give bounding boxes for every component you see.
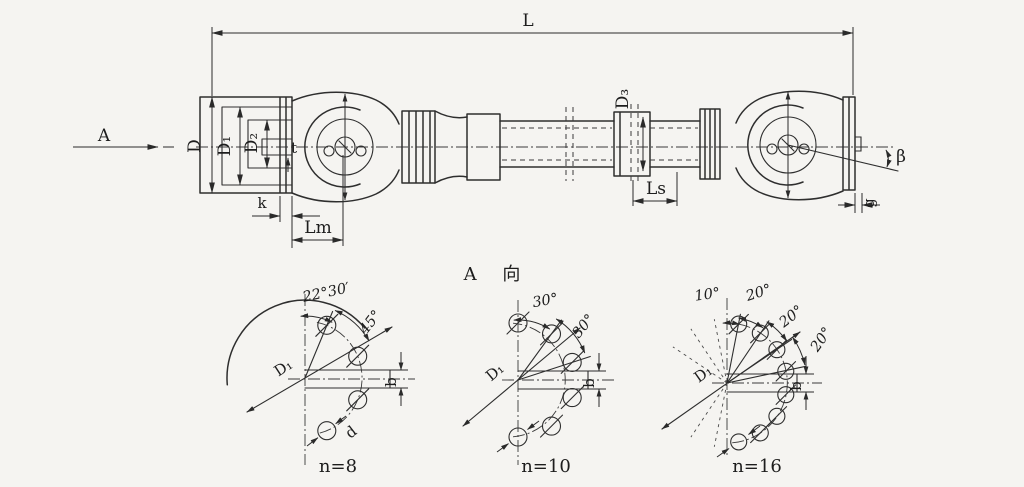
dim-label-D3: D₃ (613, 89, 633, 109)
dimension-D: D (185, 96, 215, 194)
dimension-D1: D₁ (215, 106, 243, 186)
angle-label-22-30: 22°30′ (300, 280, 351, 306)
dim-label-t: t (291, 139, 297, 157)
section-view-title: A 向 (463, 264, 531, 285)
slip-sleeve (613, 104, 701, 184)
flange-view-n10: 30° 30° D₁ b n=10 (462, 291, 614, 477)
right-universal-joint-yoke (735, 90, 844, 201)
dim-label-k: k (257, 194, 267, 212)
angle-label-20b: 20° (776, 303, 807, 332)
dimension-beta: β (787, 144, 906, 172)
dimension-D2: D₂ (242, 119, 270, 169)
angle-label-30b: 30° (570, 311, 599, 341)
shaft-tube (466, 107, 615, 181)
dimension-Lm: Lm (291, 155, 344, 246)
right-flange (842, 96, 862, 191)
bolt-circle-label-D1: D₁ (482, 359, 507, 384)
dim-label-g: g (860, 198, 878, 208)
angle-label-20c: 20° (807, 325, 835, 356)
view-direction-arrow: A (73, 126, 174, 150)
dim-label-D1: D₁ (215, 136, 235, 156)
dim-label-Lm: Lm (304, 218, 331, 238)
dimension-D3: D₃ (613, 89, 646, 172)
dimension-Ls: Ls (632, 172, 678, 206)
dim-label-beta: β (896, 147, 906, 167)
dim-label-Ls: Ls (646, 179, 666, 199)
dimension-g: g (838, 193, 880, 213)
flange-view-n8: 22°30′ 45° D₁ b d n=8 (226, 280, 415, 477)
right-spline-rings (699, 108, 721, 180)
key-width-label-b: b (580, 378, 598, 388)
bolt-count-n10: n=10 (521, 456, 571, 477)
dimension-t: t (285, 139, 297, 172)
dimension-overall-length: L (211, 11, 854, 96)
angle-label-20a: 20° (743, 282, 773, 305)
angle-label-10: 10° (694, 285, 722, 304)
flange-view-n16: 10° 20° 20° 20° D₁ b n=16 (661, 282, 836, 477)
key-width-label-b: b (382, 377, 400, 387)
dim-label-A: A (97, 126, 111, 146)
left-flange (199, 96, 293, 194)
bolt-circle-label-D1: D₁ (271, 355, 296, 380)
bolt-count-n16: n=16 (732, 456, 782, 477)
hole-dia-label-d: d (342, 422, 361, 442)
dim-label-D2: D₂ (242, 133, 262, 153)
angle-label-30a: 30° (531, 291, 559, 311)
left-spline-ribs (401, 110, 468, 184)
bolt-circle-label-D1: D₁ (691, 361, 716, 386)
left-universal-joint-yoke (291, 91, 400, 203)
key-width-label-b: b (787, 381, 805, 391)
dim-label-L: L (522, 11, 533, 31)
bolt-count-n8: n=8 (319, 456, 357, 477)
dim-label-D: D (185, 139, 205, 153)
